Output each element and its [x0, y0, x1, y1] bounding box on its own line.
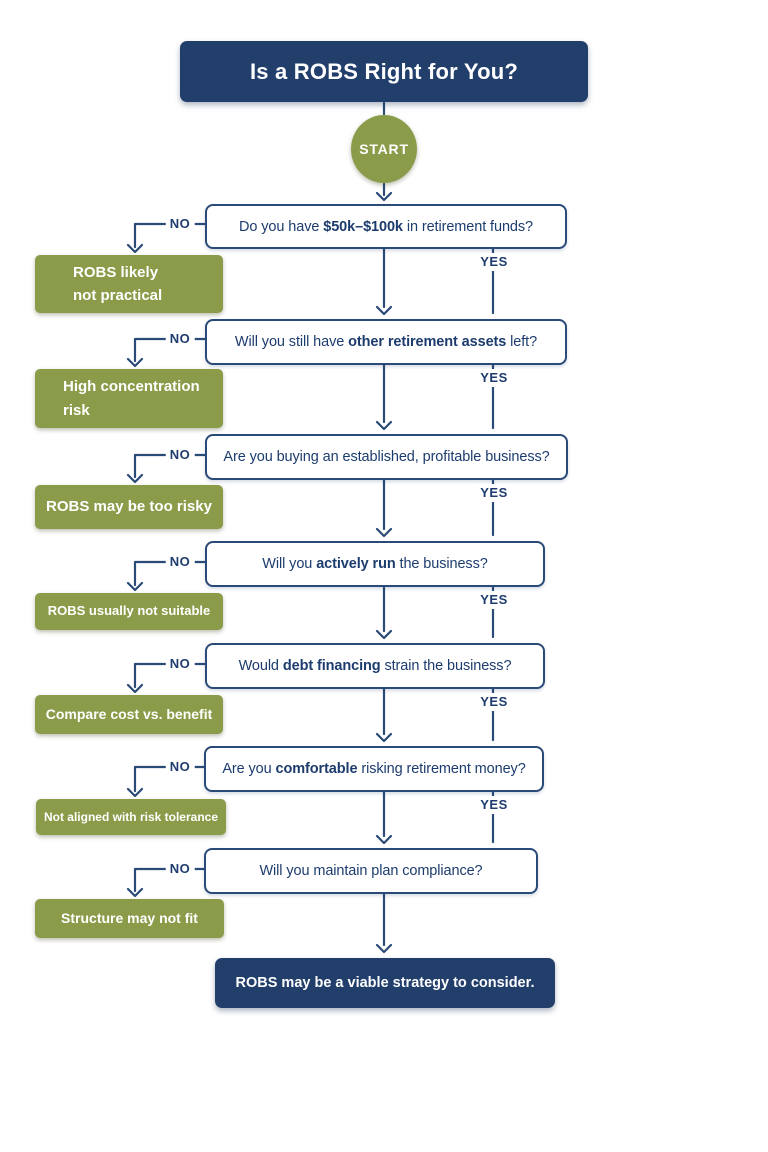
question-text-bold: debt financing [282, 658, 381, 674]
down-arrow-6 [375, 786, 393, 845]
question-text-bold: $50k–$100k [323, 218, 403, 235]
yes-label-6: YES [476, 796, 512, 814]
question-box-actively-run: Will you actively run the business? [205, 541, 545, 587]
question-box-established-business: Are you buying an established, profitabl… [205, 434, 568, 480]
question-text-bold: comfortable [275, 761, 358, 777]
yes-label-3: YES [476, 484, 512, 502]
question-text: Are you buying an established, profitabl… [223, 449, 549, 465]
outcome-text: Compare cost vs. benefit [45, 705, 213, 722]
question-text: Will you maintain plan compliance? [259, 863, 482, 879]
start-node: START [351, 115, 417, 183]
question-text-pre: Will you [262, 556, 317, 572]
yes-label-5: YES [476, 693, 512, 711]
final-result-box: ROBS may be a viable strategy to conside… [215, 958, 555, 1008]
down-arrow-5 [375, 683, 393, 743]
down-arrow-3 [375, 474, 393, 538]
final-result-text: ROBS may be a viable strategy to conside… [236, 975, 535, 991]
yes-label-2: YES [476, 369, 512, 387]
no-label-5: NO [165, 655, 195, 673]
question-text-pre: Will you still have [234, 334, 349, 350]
down-arrow-2 [375, 359, 393, 431]
question-text-bold: actively run [316, 556, 396, 572]
outcome-box-cost-benefit: Compare cost vs. benefit [35, 695, 223, 734]
flowchart-title-text: Is a ROBS Right for You? [250, 58, 518, 84]
outcome-text: ROBS may be too risky [46, 498, 212, 516]
flowchart-title: Is a ROBS Right for You? [180, 41, 588, 102]
question-text: Are you comfortable risking retirement m… [222, 761, 525, 777]
outcome-box-not-suitable: ROBS usually not suitable [35, 593, 223, 630]
no-label-6: NO [165, 758, 195, 776]
outcome-text: ROBS likely not practical [73, 263, 163, 304]
question-text-post: the business? [395, 556, 488, 572]
down-arrow-1 [375, 243, 393, 316]
outcome-box-not-practical: ROBS likely not practical [35, 255, 223, 313]
question-text-pre: Will you maintain plan compliance? [259, 863, 483, 879]
question-box-other-assets: Will you still have other retirement ass… [205, 319, 567, 365]
no-label-3: NO [165, 446, 195, 464]
no-label-7: NO [165, 860, 195, 878]
no-label-2: NO [165, 330, 195, 348]
question-text-post: strain the business? [380, 658, 512, 674]
outcome-box-structure-fit: Structure may not fit [35, 899, 224, 938]
question-text-post: risking retirement money? [357, 761, 526, 777]
outcome-box-concentration-risk: High concentration risk [35, 369, 223, 428]
yes-label-4: YES [476, 591, 512, 609]
outcome-text: Not aligned with risk tolerance [43, 809, 219, 824]
start-to-q1-arrow [375, 182, 393, 202]
final-text-bold: ROBS [235, 975, 278, 991]
question-text: Will you actively run the business? [262, 556, 488, 572]
question-text: Do you have $50k–$100k in retirement fun… [239, 219, 533, 235]
question-text-pre: Do you have [239, 218, 324, 235]
question-text: Will you still have other retirement ass… [235, 334, 537, 350]
outcome-text: Structure may not fit [61, 909, 198, 926]
question-box-debt-financing: Would debt financing strain the business… [205, 643, 545, 689]
start-label: START [359, 141, 409, 157]
down-arrow-final [375, 888, 393, 954]
question-text: Would debt financing strain the business… [239, 658, 512, 674]
no-label-4: NO [165, 553, 195, 571]
question-text-pre: Are you buying an established, profitabl… [223, 449, 550, 465]
question-box-retirement-funds: Do you have $50k–$100k in retirement fun… [205, 204, 567, 249]
question-box-risk-comfort: Are you comfortable risking retirement m… [204, 746, 544, 792]
question-box-plan-compliance: Will you maintain plan compliance? [204, 848, 538, 894]
question-text-post: left? [506, 334, 538, 350]
outcome-box-too-risky: ROBS may be too risky [35, 485, 223, 529]
question-text-pre: Are you [222, 761, 276, 777]
outcome-text: High concentration risk [63, 378, 200, 419]
no-label-1: NO [165, 215, 195, 233]
question-text-bold: other retirement assets [348, 334, 507, 350]
question-text-post: in retirement funds? [402, 218, 533, 235]
down-arrow-4 [375, 581, 393, 640]
outcome-text: ROBS usually not suitable [47, 603, 211, 619]
question-text-pre: Would [238, 658, 283, 674]
yes-label-1: YES [476, 253, 512, 271]
outcome-box-risk-tolerance: Not aligned with risk tolerance [36, 799, 226, 835]
final-text-post: may be a viable strategy to consider. [277, 975, 535, 991]
